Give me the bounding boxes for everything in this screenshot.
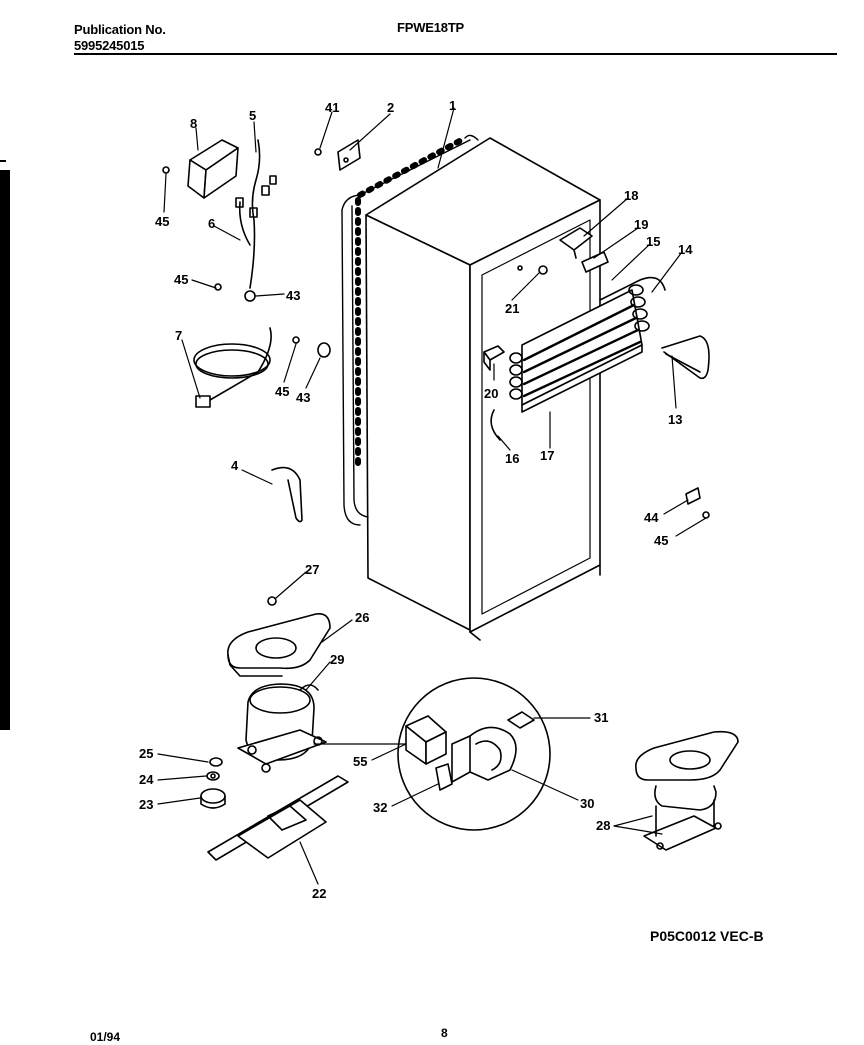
callout-43: 43: [286, 288, 300, 303]
callout-21: 21: [505, 301, 519, 316]
diagram-code: P05C0012 VEC-B: [650, 928, 764, 944]
bracket-part-19: [581, 251, 609, 273]
base-rail-part-22: [207, 775, 349, 861]
callout-45: 45: [155, 214, 169, 229]
callout-6: 6: [208, 216, 215, 231]
compressor-part-29: [237, 683, 327, 773]
page-number: 8: [441, 1026, 448, 1040]
callout-5: 5: [249, 108, 256, 123]
callout-45: 45: [654, 533, 668, 548]
callout-1: 1: [449, 98, 456, 113]
callout-45: 45: [275, 384, 289, 399]
footer-date: 01/94: [90, 1030, 121, 1044]
header-rule: [74, 53, 837, 55]
callout-8: 8: [190, 116, 197, 131]
cabinet-outline: [365, 137, 601, 641]
callout-29: 29: [330, 652, 344, 667]
callout-24: 24: [139, 772, 154, 787]
condenser-coil: [341, 134, 479, 526]
callout-30: 30: [580, 796, 594, 811]
callout-14: 14: [678, 242, 693, 257]
callout-16: 16: [505, 451, 519, 466]
evaporator-coil: [509, 276, 666, 413]
clip-part-43: [317, 342, 331, 358]
callout-31: 31: [594, 710, 608, 725]
scan-edge-bar: [0, 170, 10, 730]
callout-26: 26: [355, 610, 369, 625]
callout-17: 17: [540, 448, 554, 463]
callout-44: 44: [644, 510, 659, 525]
callout-22: 22: [312, 886, 326, 901]
callout-labels: 1 2 41 5 6 8 45 45 43 7 45 43 4 18 19 15…: [139, 98, 693, 901]
callout-25: 25: [139, 746, 153, 761]
model-number: FPWE18TP: [397, 20, 465, 35]
callout-27: 27: [305, 562, 319, 577]
callout-15: 15: [646, 234, 660, 249]
plug-part-27: [267, 596, 277, 606]
drain-pan-part-26: [227, 612, 331, 677]
callout-55: 55: [353, 754, 367, 769]
callout-4: 4: [231, 458, 239, 473]
wiring-harness-part-6: [235, 139, 277, 302]
callout-7: 7: [175, 328, 182, 343]
callout-18: 18: [624, 188, 638, 203]
clip-part-44: [685, 487, 701, 505]
callout-32: 32: [373, 800, 387, 815]
callout-28: 28: [596, 818, 610, 833]
grommet-parts: [200, 757, 226, 809]
callout-19: 19: [634, 217, 648, 232]
thermostat-part-18: [559, 227, 593, 259]
callout-45: 45: [174, 272, 188, 287]
scan-edge-tick: [0, 160, 6, 162]
relay-detail-circle: [397, 677, 551, 831]
terminal-part-20: [483, 345, 505, 371]
publication-number: 5995245015: [74, 38, 145, 53]
control-box-part-8: [187, 139, 239, 199]
callout-20: 20: [484, 386, 498, 401]
callout-13: 13: [668, 412, 682, 427]
leader-lines: [157, 107, 707, 885]
bracket-part-2: [337, 139, 361, 171]
publication-label: Publication No.: [74, 22, 166, 37]
power-cord-part-7: [193, 327, 272, 408]
compressor-assembly-part-28: [635, 730, 739, 851]
callout-41: 41: [325, 100, 339, 115]
sensor-part-16: [490, 409, 501, 441]
callout-2: 2: [387, 100, 394, 115]
screw-parts: [162, 148, 710, 519]
callout-23: 23: [139, 797, 153, 812]
callout-43: 43: [296, 390, 310, 405]
tube-part-4: [271, 466, 303, 523]
defrost-heater-part-13: [661, 335, 710, 380]
